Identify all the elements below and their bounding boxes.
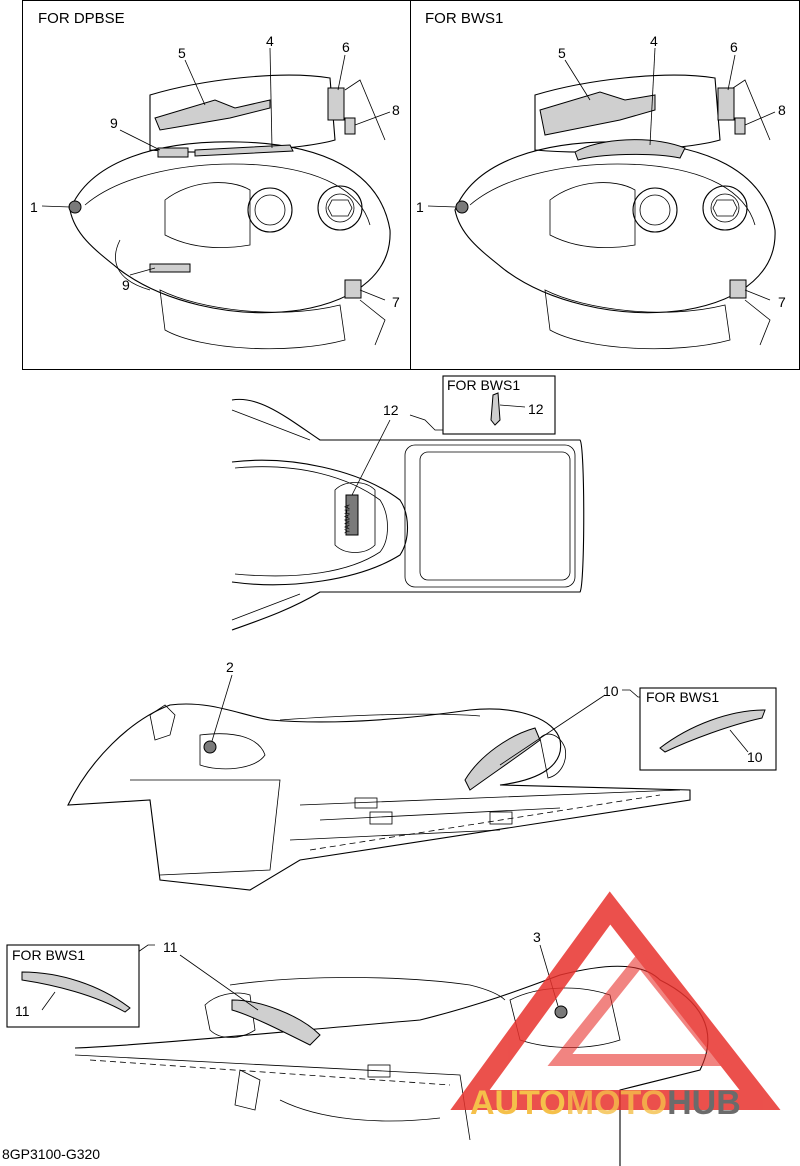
callout-1-left: 1 [30,199,38,215]
callout-1-right: 1 [416,199,424,215]
watermark-logo [450,891,781,1110]
watermark-moto: MOTO [565,1084,668,1122]
callout-4-right: 4 [650,33,658,49]
callout-6-right: 6 [730,39,738,55]
side-view [67,674,691,891]
callout-8-left: 8 [392,102,400,118]
callout-5-left: 5 [178,45,186,61]
callout-10-inset: 10 [747,749,763,765]
side-inset-box [639,687,777,771]
callout-2: 2 [226,659,234,675]
top-view [231,398,585,631]
watermark-auto: AUTO [470,1084,566,1122]
rear-inset-box [6,944,140,1028]
callout-10-main: 10 [603,683,619,699]
panel-bws1 [410,0,800,370]
panel-bws1-title: FOR BWS1 [425,10,504,27]
seat-inset-box [442,375,556,435]
callout-3: 3 [533,929,541,945]
seat-inset-title: FOR BWS1 [447,377,521,393]
callout-5-right: 5 [558,45,566,61]
callout-11-main: 11 [163,939,178,955]
callout-11-inset: 11 [15,1003,30,1019]
watermark-text: AUTOMOTOHUB [470,1084,741,1123]
watermark-hub: HUB [667,1084,741,1122]
front-view-left [41,47,391,350]
callout-12-inset: 12 [528,401,544,417]
yamaha-decal-text: YAMAHA [344,504,352,534]
callout-9-left-top: 9 [110,115,118,131]
callout-7-left: 7 [392,294,400,310]
front-view-right [427,47,776,350]
callout-12-main: 12 [383,402,399,418]
callout-4-left: 4 [266,33,274,49]
side-inset-title: FOR BWS1 [646,689,720,705]
callout-8-right: 8 [778,102,786,118]
callout-7-right: 7 [778,294,786,310]
callout-9-left-bottom: 9 [122,277,130,293]
diagram-code: 8GP3100-G320 [2,1146,101,1162]
rear-inset-title: FOR BWS1 [12,947,86,963]
panel-dpbse-title: FOR DPBSE [38,10,125,27]
callout-6-left: 6 [342,39,350,55]
